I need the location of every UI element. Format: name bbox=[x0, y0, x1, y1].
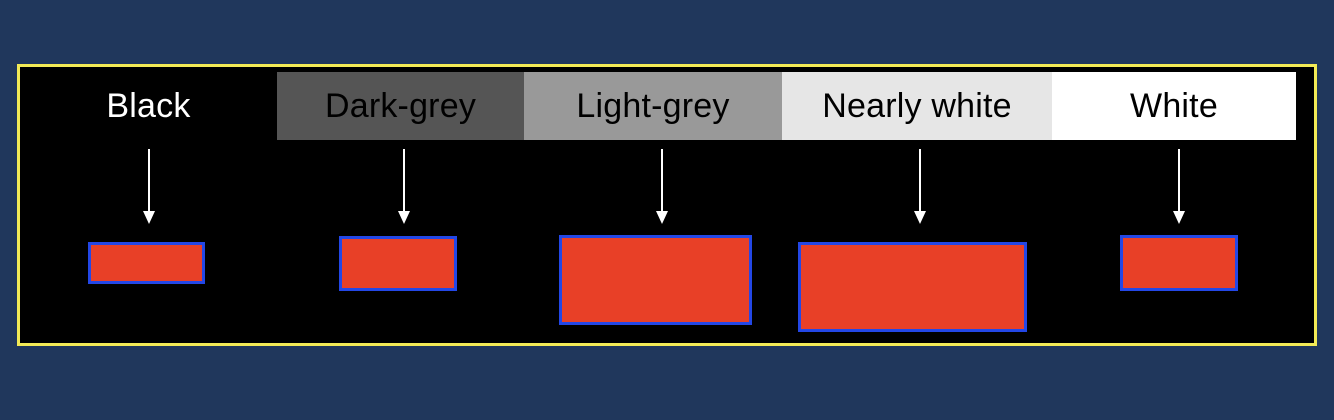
down-arrow-icon bbox=[396, 149, 412, 225]
level-box-dark-grey bbox=[339, 236, 457, 291]
level-box-light-grey bbox=[559, 235, 752, 325]
header-label-dark-grey: Dark-grey bbox=[324, 86, 477, 125]
header-label-white: White bbox=[1130, 86, 1218, 125]
down-arrow-icon bbox=[1171, 149, 1187, 225]
down-arrow-icon bbox=[912, 149, 928, 225]
header-black: Black bbox=[20, 72, 277, 140]
header-label-light-grey: Light-grey bbox=[576, 86, 730, 125]
header-label-nearly-white: Nearly white bbox=[822, 86, 1012, 125]
down-arrow-icon bbox=[654, 149, 670, 225]
header-nearly-white: Nearly white bbox=[782, 72, 1052, 140]
level-box-white bbox=[1120, 235, 1238, 291]
level-box-nearly-white bbox=[798, 242, 1027, 332]
header-label-black: Black bbox=[106, 86, 191, 125]
diagram-frame: Black Dark-grey Light-grey Nearly white … bbox=[17, 64, 1317, 346]
header-dark-grey: Dark-grey bbox=[277, 72, 524, 140]
level-box-black bbox=[88, 242, 205, 284]
header-light-grey: Light-grey bbox=[524, 72, 782, 140]
header-white: White bbox=[1052, 72, 1296, 140]
down-arrow-icon bbox=[141, 149, 157, 225]
